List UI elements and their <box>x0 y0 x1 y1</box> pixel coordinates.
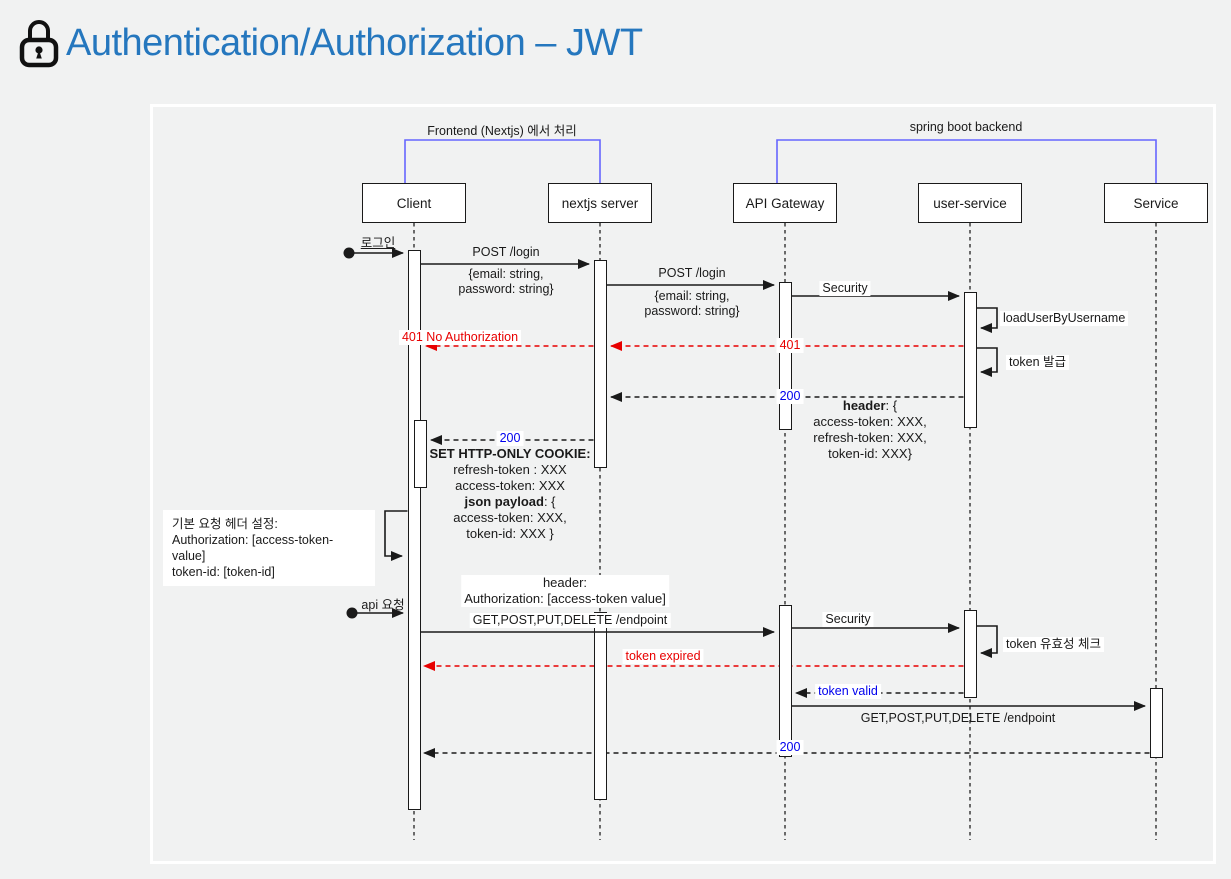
set-cookie-title: SET HTTP-ONLY COOKIE: <box>429 446 591 461</box>
activation-client-main <box>407 250 421 810</box>
actor-user-service: user-service <box>918 183 1022 223</box>
200-label-c: 200 <box>776 740 804 755</box>
401-no-auth-label: 401 No Authorization <box>398 330 522 345</box>
response-header-rest: : { <box>885 398 898 413</box>
set-cookie-line3: access-token: XXX, <box>453 510 567 525</box>
activation-service <box>1149 688 1163 758</box>
set-cookie-block: SET HTTP-ONLY COOKIE:refresh-token : XXX… <box>429 446 590 542</box>
login-trigger-label: 로그인 <box>360 236 396 250</box>
frontend-group-label: Frontend (Nextjs) 에서 처리 <box>427 124 577 138</box>
actor-client: Client <box>362 183 466 223</box>
set-cookie-json-rest: : { <box>543 494 556 509</box>
response-header-bold: header <box>842 398 886 413</box>
lock-icon <box>19 20 59 68</box>
endpoint-call2-label: GET,POST,PUT,DELETE /endpoint <box>860 711 1056 725</box>
actor-api-gateway: API Gateway <box>733 183 837 223</box>
activation-client-nested <box>414 420 427 488</box>
set-cookie-json-bold: json payload <box>464 494 544 509</box>
page-header: Authentication/Authorization – JWT <box>18 18 643 68</box>
activation-user-service-2 <box>963 610 977 698</box>
activation-nextjs-1 <box>593 260 607 468</box>
security-label: Security <box>819 281 871 296</box>
page-title: Authentication/Authorization – JWT <box>66 21 643 64</box>
actor-api-gateway-label: API Gateway <box>745 195 825 211</box>
activation-gateway-2 <box>778 605 792 757</box>
actor-client-label: Client <box>396 195 432 211</box>
activation-user-service-1 <box>963 292 977 428</box>
set-cookie-line1: refresh-token : XXX <box>453 462 567 477</box>
actor-service: Service <box>1104 183 1208 223</box>
activation-nextjs-2 <box>593 612 607 800</box>
diagram-panel <box>150 104 1216 864</box>
api-trigger-label: api 요청 <box>361 598 405 612</box>
backend-group-label: spring boot backend <box>909 120 1023 134</box>
activation-gateway-1 <box>778 282 792 430</box>
token-valid-label: token valid <box>815 684 881 699</box>
actor-nextjs-label: nextjs server <box>561 195 639 211</box>
200-label-a: 200 <box>776 389 804 404</box>
endpoint-call-label: GET,POST,PUT,DELETE /endpoint <box>469 613 671 628</box>
load-user-label: loadUserByUsername <box>1000 311 1129 326</box>
actor-service-label: Service <box>1133 195 1179 211</box>
security2-label: Security <box>822 612 874 627</box>
401-label: 401 <box>776 338 804 353</box>
response-header-lines: access-token: XXX, refresh-token: XXX, t… <box>813 414 927 461</box>
token-expired-label: token expired <box>622 649 704 664</box>
actor-user-service-label: user-service <box>933 195 1007 211</box>
default-header-note: 기본 요청 헤더 설정: Authorization: [access-toke… <box>163 510 375 586</box>
response-header-block: header: {access-token: XXX, refresh-toke… <box>813 398 926 462</box>
request-header-note: header: Authorization: [access-token val… <box>461 575 669 607</box>
post-login2-label: POST /login <box>658 266 726 280</box>
post-login-label: POST /login <box>472 245 540 259</box>
post-login2-body-label: {email: string, password: string} <box>644 289 740 318</box>
set-cookie-line4: token-id: XXX } <box>466 526 554 541</box>
actor-nextjs-server: nextjs server <box>548 183 652 223</box>
token-issue-label: token 발급 <box>1006 355 1070 370</box>
set-cookie-line2: access-token: XXX <box>455 478 565 493</box>
post-login-body-label: {email: string, password: string} <box>458 267 554 296</box>
200-label-b: 200 <box>496 431 524 446</box>
token-check-label: token 유효성 체크 <box>1003 637 1105 652</box>
